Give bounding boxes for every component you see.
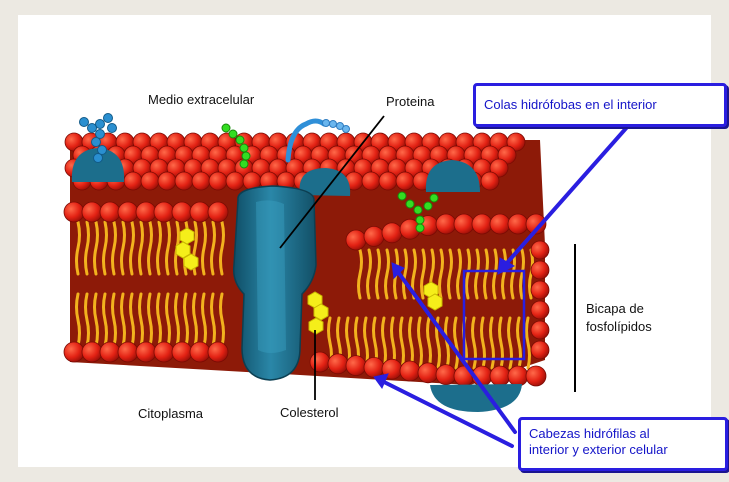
phospholipid-head [226,172,244,190]
phospholipid-head [526,366,546,386]
phospholipid-head [531,281,549,299]
phospholipid-head [190,342,210,362]
phospholipid-head [436,214,456,234]
phospholipid-head [364,226,384,246]
bilayer-label-line1: Bicapa de [586,300,652,318]
phospholipid-head [531,261,549,279]
phospholipid-head [490,214,510,234]
tails-callout: Colas hidrófobas en el interior [473,83,727,127]
cytoplasm-label: Citoplasma [138,406,203,421]
phospholipid-head [531,241,549,259]
phospholipid-head [208,342,228,362]
phospholipid-head [346,230,366,250]
phospholipid-head [508,214,528,234]
tails-callout-text: Colas hidrófobas en el interior [484,97,657,113]
phospholipid-head [154,342,174,362]
phospholipid-head [531,321,549,339]
phospholipid-head [396,172,414,190]
phospholipid-head [310,352,330,372]
protein-label: Proteina [386,94,434,109]
phospholipid-head [481,172,499,190]
phospholipid-head [364,357,384,377]
phospholipid-head [192,172,210,190]
phospholipid-head [100,202,120,222]
phospholipid-head [490,366,510,386]
phospholipid-head [154,202,174,222]
phospholipid-head [172,202,192,222]
phospholipid-head [136,342,156,362]
peripheral-protein-bottom [430,384,522,412]
phospholipid-head [346,356,366,376]
phospholipid-head [436,365,456,385]
phospholipid-head [379,172,397,190]
phospholipid-head [362,172,380,190]
phospholipid-head [472,214,492,234]
phospholipid-head [136,202,156,222]
phospholipid-head [118,202,138,222]
phospholipid-head [190,202,210,222]
phospholipid-head [82,342,102,362]
extracellular-label: Medio extracelular [148,92,254,107]
phospholipid-head [418,363,438,383]
phospholipid-head [118,342,138,362]
phospholipid-head [209,172,227,190]
heads-callout: Cabezas hidrófilas al interior y exterio… [518,417,728,471]
phospholipid-head [531,301,549,319]
phospholipid-head [64,342,84,362]
phospholipid-head [508,366,528,386]
phospholipid-head [158,172,176,190]
phospholipid-head [382,223,402,243]
phospholipid-head [208,202,228,222]
phospholipid-head [175,172,193,190]
phospholipid-head [400,361,420,381]
phospholipid-head [82,202,102,222]
phospholipid-head [172,342,192,362]
phospholipid-head [100,342,120,362]
phospholipid-head [328,354,348,374]
phospholipid-head [141,172,159,190]
phospholipid-head [124,172,142,190]
cholesterol-label: Colesterol [280,405,339,420]
glyco-chain-blue-beads [323,120,350,133]
heads-callout-line1: Cabezas hidrófilas al [529,426,717,442]
phospholipid-head [454,214,474,234]
phospholipid-head [64,202,84,222]
phospholipid-head [531,341,549,359]
heads-callout-line2: interior y exterior celular [529,442,717,458]
bilayer-label-line2: fosfolípidos [586,318,652,336]
bilayer-label: Bicapa de fosfolípidos [586,300,652,336]
